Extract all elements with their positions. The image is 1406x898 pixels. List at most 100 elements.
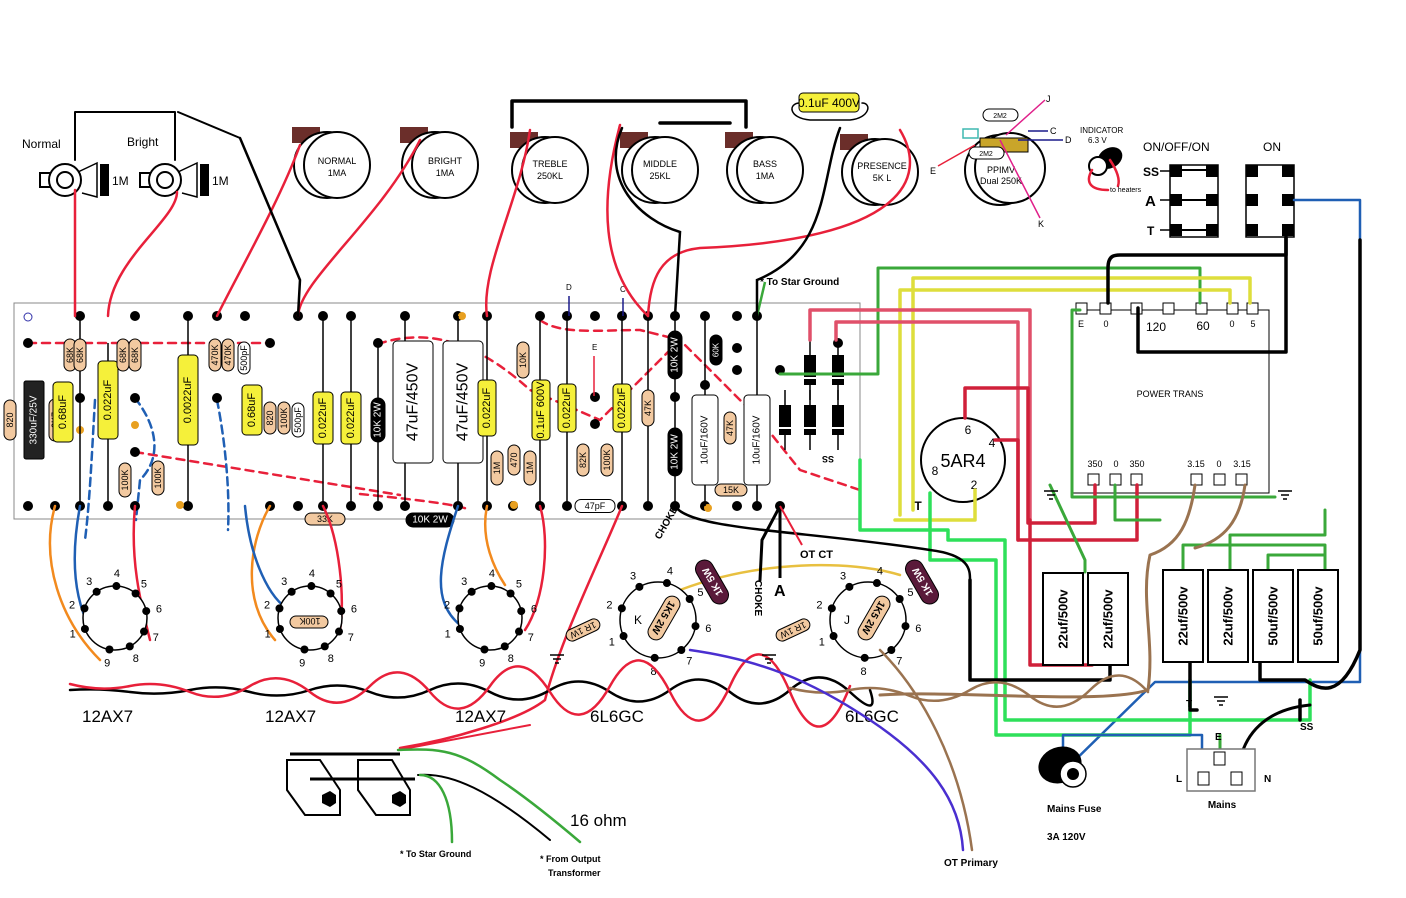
bright-jack[interactable]: [139, 161, 209, 198]
resistor-100k-d: 100K: [600, 443, 614, 477]
tube-pin-label: 7: [348, 632, 354, 644]
resistor-10k-2w-a: 10K 2W: [370, 397, 386, 443]
ppimv-pot[interactable]: 2M2 2M2 PPIMV Dual 250K J C D E K: [930, 94, 1072, 229]
tube-pin: [691, 622, 700, 631]
diode: [832, 355, 844, 385]
ppimv-terminal-k: K: [1038, 219, 1044, 229]
normal-jack[interactable]: [39, 161, 109, 198]
power-switch[interactable]: ON: [1245, 140, 1295, 238]
svg-text:100K: 100K: [602, 449, 612, 470]
signal-wires: [48, 123, 972, 750]
resistor-100k-c: 100K: [277, 401, 291, 435]
svg-text:10K 2W: 10K 2W: [373, 402, 384, 438]
tube-pin: [480, 645, 489, 654]
diode: [779, 405, 791, 435]
svg-text:0.022uF: 0.022uF: [616, 388, 628, 429]
turret-empty: [176, 501, 184, 509]
tube-pin: [326, 589, 335, 598]
tube-pin-label: 2: [444, 599, 450, 611]
svg-text:0.1uF 400V: 0.1uF 400V: [798, 96, 860, 110]
svg-text:0.68uF: 0.68uF: [57, 395, 69, 430]
tube-pin-label: 5: [336, 579, 342, 591]
tube-pin: [515, 627, 524, 636]
cap-0022uf-f: 0.022uF: [612, 383, 632, 433]
svg-text:0.022uF: 0.022uF: [102, 380, 114, 421]
svg-text:100K: 100K: [153, 467, 163, 488]
tube-pin-label: 1: [445, 628, 451, 640]
svg-text:500pF: 500pF: [293, 407, 303, 433]
resistor-1m-b: 1M: [523, 450, 537, 486]
resistor-100k-a: 100K: [118, 462, 132, 498]
svg-text:0.022uF: 0.022uF: [481, 388, 493, 429]
ohm-label: 16 ohm: [570, 811, 627, 830]
pot-normal[interactable]: NORMAL 1MA: [292, 127, 371, 199]
svg-text:68K: 68K: [130, 347, 140, 363]
svg-text:60K: 60K: [712, 342, 721, 357]
pot-bright-value: 1MA: [436, 168, 455, 178]
fuse-rating: 3A 120V: [1047, 832, 1086, 843]
marker-d: D: [566, 283, 572, 292]
turret-empty: [704, 504, 712, 512]
indicator-note: to heaters: [1110, 187, 1142, 194]
svg-text:10K 2W: 10K 2W: [670, 434, 681, 470]
tube-pin-label: 3: [630, 571, 636, 583]
mains-socket[interactable]: Mains L N E T SS: [1176, 699, 1314, 811]
tube-pin-label: 6: [156, 603, 162, 615]
tube-type-label: 6L6GC: [590, 707, 644, 726]
pt-sec-0b: 0: [1216, 459, 1221, 469]
wire: [673, 504, 972, 582]
cap-500pf-a: 500pF: [237, 341, 251, 375]
tube-pin: [827, 604, 836, 613]
svg-text:0.022uF: 0.022uF: [345, 398, 357, 439]
turret-lug: [130, 447, 140, 457]
turret-lug: [590, 311, 600, 321]
tube-pin: [662, 579, 671, 588]
tube-pin-label: 4: [667, 565, 673, 577]
svg-text:68K: 68K: [75, 347, 85, 363]
diode: [804, 405, 816, 435]
pot-middle[interactable]: MIDDLE 25KL: [620, 132, 699, 204]
svg-text:820: 820: [265, 410, 275, 425]
tube-pin: [125, 642, 134, 651]
pt-tap-60: 60: [1196, 319, 1210, 333]
svg-text:J: J: [844, 613, 850, 627]
cap-10uf-160v-a: 10uF/160V: [691, 394, 719, 486]
pot-treble[interactable]: TREBLE 250KL: [510, 132, 589, 204]
pot-bass[interactable]: BASS 1MA: [725, 132, 804, 204]
turret-lug: [732, 501, 742, 511]
filter-cap: 50uf/500v: [1297, 569, 1339, 663]
mains-n-label: N: [1264, 774, 1271, 785]
wire: [132, 504, 152, 642]
tube-pin: [845, 582, 854, 591]
tube-pin-label: 4: [489, 568, 495, 580]
speaker-jacks[interactable]: 16 ohm * To Star Ground * From Output Tr…: [286, 724, 627, 878]
pot-bright[interactable]: BRIGHT 1MA: [400, 127, 479, 199]
svg-text:22uf/500v: 22uf/500v: [1056, 589, 1071, 649]
pot-presence-value: 5K L: [873, 173, 892, 183]
svg-text:1M: 1M: [525, 462, 535, 475]
ground-icon: [550, 490, 1292, 706]
standby-switch[interactable]: ON/OFF/ON SS A T: [1143, 140, 1219, 238]
tube-pin-label: 5: [516, 579, 522, 591]
ppimv-terminal-j: J: [1046, 94, 1051, 104]
svg-text:100K: 100K: [299, 616, 320, 626]
cap-47uf-a: 47uF/450V: [392, 340, 434, 464]
tube-pin: [487, 582, 496, 591]
pot-normal-name: NORMAL: [318, 156, 357, 166]
wire: [106, 190, 179, 318]
svg-text:10K 2W: 10K 2W: [412, 515, 448, 526]
mains-fuse[interactable]: Mains Fuse 3A 120V: [1033, 741, 1102, 843]
power-transformer-label: POWER TRANS: [1137, 389, 1204, 399]
tube-pin: [901, 622, 910, 631]
cap-0022uf-c: 0.022uF: [340, 391, 362, 445]
pt-sec-315a: 3.15: [1187, 459, 1205, 469]
svg-text:10K 2W: 10K 2W: [670, 337, 681, 373]
tube-pin-label: 9: [479, 657, 485, 669]
tube-pin-label: 3: [86, 576, 92, 588]
turret-lug: [293, 501, 303, 511]
